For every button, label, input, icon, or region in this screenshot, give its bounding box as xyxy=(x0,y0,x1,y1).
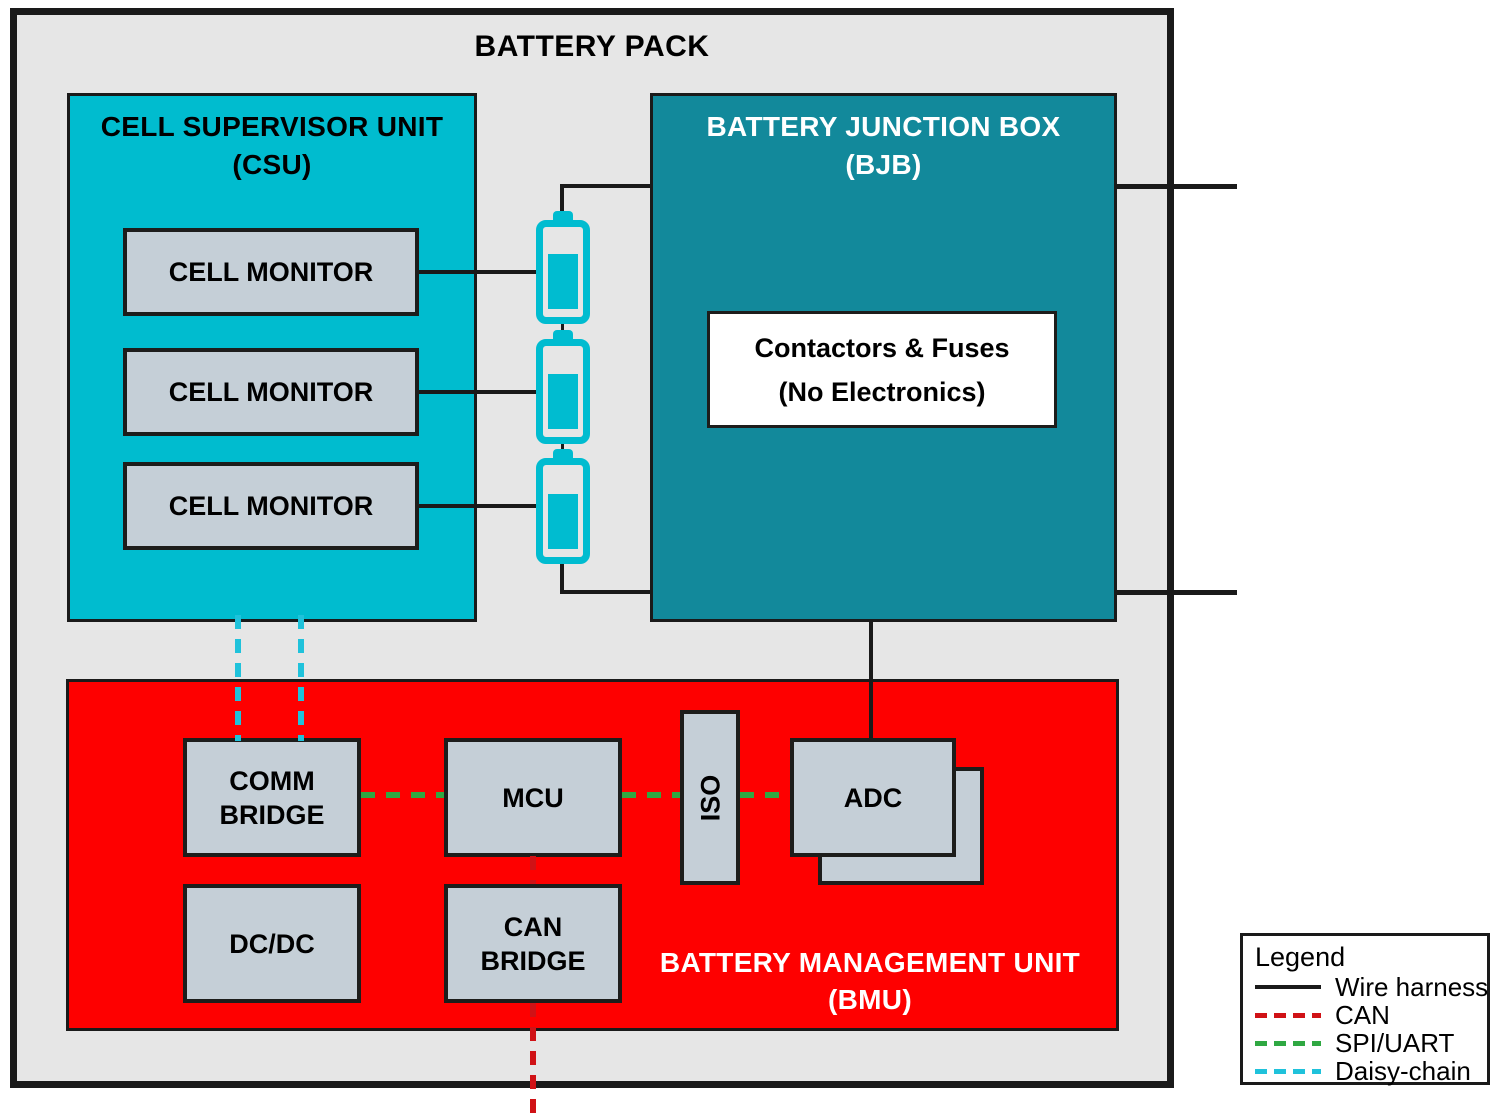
legend-row-daisy-chain: Daisy-chain xyxy=(1255,1055,1475,1086)
wire-battery-1-2-connector xyxy=(561,318,564,338)
can-line-icon xyxy=(1255,1012,1321,1018)
spi-uart-line-mcu-iso xyxy=(622,792,680,798)
csu-title-line1: CELL SUPERVISOR UNIT xyxy=(100,111,444,142)
wire-battery-top-to-bjb xyxy=(560,184,652,188)
legend-label-can: CAN xyxy=(1335,999,1390,1030)
legend-row-can: CAN xyxy=(1255,999,1475,1030)
bmu-title-line1: BATTERY MANAGEMENT UNIT xyxy=(659,947,1081,978)
comm-bridge-box: COMM BRIDGE xyxy=(183,738,361,857)
battery-pack-title: BATTERY PACK xyxy=(474,30,710,63)
battery-nub-icon-3 xyxy=(553,449,573,459)
adc-box: ADC xyxy=(790,738,956,857)
legend-label-daisy-chain: Daisy-chain xyxy=(1335,1055,1471,1086)
wire-battery-bottom-vertical xyxy=(560,558,564,594)
battery-charge-fill-3 xyxy=(548,494,578,549)
battery-icon-3 xyxy=(536,458,590,564)
wire-battery-2-3-connector xyxy=(561,438,564,458)
legend-row-wire-harness: Wire harness xyxy=(1255,972,1488,1002)
cell-monitor-box-3: CELL MONITOR xyxy=(123,462,419,550)
wire-cell-monitor-2-to-battery xyxy=(417,390,537,394)
daisy-chain-line-icon xyxy=(1255,1068,1321,1074)
legend-title: Legend xyxy=(1255,942,1346,972)
battery-charge-fill-1 xyxy=(548,254,578,309)
bmu-title: BATTERY MANAGEMENT UNIT (BMU) xyxy=(620,944,1120,1018)
wire-bjb-right-top-stub xyxy=(1114,184,1237,189)
dcdc-label: DC/DC xyxy=(229,928,315,959)
cell-monitor-box-1: CELL MONITOR xyxy=(123,228,419,316)
csu-title: CELL SUPERVISOR UNIT (CSU) xyxy=(70,108,474,184)
contactors-fuses-line2: (No Electronics) xyxy=(778,376,986,407)
wire-cell-monitor-1-to-battery xyxy=(417,270,537,274)
spi-uart-line-icon xyxy=(1255,1040,1321,1046)
spi-uart-line-iso-adc xyxy=(740,792,790,798)
battery-nub-icon-1 xyxy=(553,211,573,221)
battery-nub-icon-2 xyxy=(553,330,573,340)
cell-monitor-box-2: CELL MONITOR xyxy=(123,348,419,436)
wire-cell-monitor-3-to-battery xyxy=(417,504,537,508)
battery-charge-fill-2 xyxy=(548,374,578,429)
legend-label-wire-harness: Wire harness xyxy=(1335,971,1489,1002)
legend-row-spi-uart: SPI/UART xyxy=(1255,1027,1475,1058)
can-bridge-box: CAN BRIDGE xyxy=(444,884,622,1003)
bmu-title-line2: (BMU) xyxy=(828,984,912,1015)
can-line-canbridge-external xyxy=(530,1003,536,1117)
bjb-title-line1: BATTERY JUNCTION BOX xyxy=(706,111,1061,142)
can-bridge-label: CAN BRIDGE xyxy=(480,911,586,976)
daisy-chain-line-1 xyxy=(235,615,241,741)
can-line-mcu-canbridge xyxy=(530,856,536,884)
wire-bjb-right-bottom-stub xyxy=(1114,590,1237,595)
iso-label: ISO xyxy=(694,774,725,821)
comm-bridge-label: COMM BRIDGE xyxy=(219,765,325,830)
wire-battery-top-vertical xyxy=(560,184,564,226)
wire-battery-bottom-to-bjb xyxy=(560,590,652,594)
contactors-fuses-box: Contactors & Fuses (No Electronics) xyxy=(707,311,1057,428)
wire-harness-line-icon xyxy=(1255,985,1321,989)
cell-monitor-label-1: CELL MONITOR xyxy=(168,257,374,287)
adc-label: ADC xyxy=(843,782,903,813)
battery-icon-1 xyxy=(536,220,590,324)
wire-bjb-to-adc xyxy=(869,620,873,742)
battery-icon-2 xyxy=(536,339,590,444)
cell-monitor-label-2: CELL MONITOR xyxy=(168,377,374,407)
legend-label-spi-uart: SPI/UART xyxy=(1335,1027,1455,1058)
daisy-chain-line-2 xyxy=(298,615,304,741)
csu-title-line2: (CSU) xyxy=(232,149,312,180)
cell-monitor-label-3: CELL MONITOR xyxy=(168,491,374,521)
bjb-title: BATTERY JUNCTION BOX (BJB) xyxy=(653,108,1114,184)
legend: Legend Wire harness CAN SPI/UART Daisy-c… xyxy=(1240,933,1490,1086)
spi-uart-line-commbridge-mcu xyxy=(361,792,444,798)
contactors-fuses-line1: Contactors & Fuses xyxy=(754,332,1010,363)
mcu-label: MCU xyxy=(502,782,564,813)
dcdc-box: DC/DC xyxy=(183,884,361,1003)
iso-box: ISO xyxy=(680,710,740,885)
bjb-title-line2: (BJB) xyxy=(845,149,922,180)
mcu-box: MCU xyxy=(444,738,622,857)
